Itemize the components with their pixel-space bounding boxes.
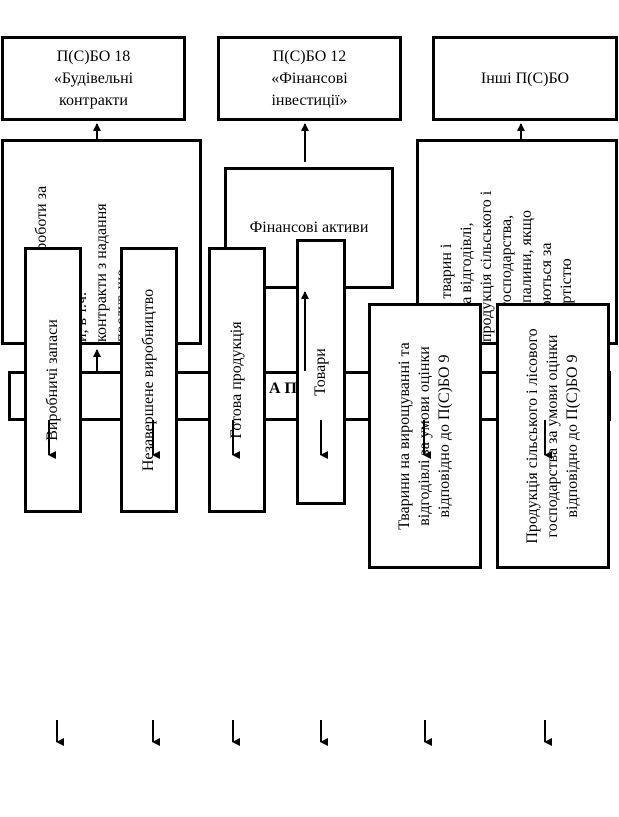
goods-box: Товари: [296, 239, 346, 505]
animals-box: Тварини на вирощуванні та відгодівлі за …: [368, 303, 482, 569]
production-stock-box: Виробничі запаси: [24, 247, 82, 513]
wip-box: Незавершене виробництво: [120, 247, 178, 513]
pbo18-box: П(С)БО 18 «Будівельні контракти: [1, 36, 186, 121]
pbo12-label: П(С)БО 12 «Фінансові інвестиції»: [271, 47, 348, 109]
other-pbo-label: Інші П(С)БО: [480, 69, 570, 87]
pbo12-box: П(С)БО 12 «Фінансові інвестиції»: [217, 36, 402, 121]
agri-products-box: Продукція сільського і лісового господар…: [496, 303, 610, 569]
other-pbo-box: Інші П(С)БО: [432, 36, 618, 121]
pbo18-label: П(С)БО 18 «Будівельні контракти: [53, 47, 134, 109]
finished-goods-box: Готова продукція: [208, 247, 266, 513]
financial-assets-label: Фінансові активи: [249, 219, 369, 236]
